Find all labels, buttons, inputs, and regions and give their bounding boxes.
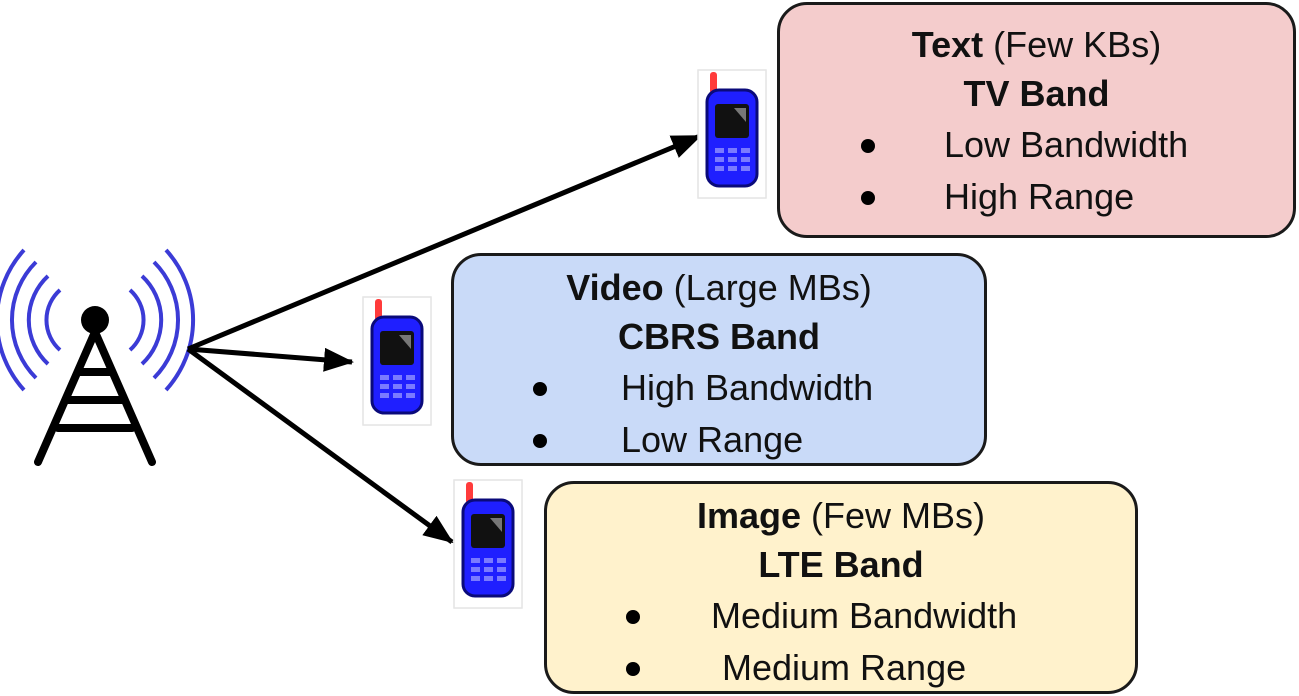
list-item: Medium Range bbox=[547, 642, 1135, 694]
list-item: Low Bandwidth bbox=[780, 119, 1293, 171]
list-item: High Bandwidth bbox=[454, 362, 984, 414]
bullet-icon bbox=[861, 139, 875, 153]
video-band-box: Video (Large MBs) CBRS Band High Bandwid… bbox=[451, 253, 987, 466]
cell-tower-icon bbox=[0, 248, 196, 466]
list-item: Medium Bandwidth bbox=[547, 590, 1135, 642]
video-box-title: Video bbox=[566, 267, 664, 308]
arrows bbox=[186, 133, 702, 545]
image-band-box: Image (Few MBs) LTE Band Medium Bandwidt… bbox=[544, 481, 1138, 694]
video-box-list: High Bandwidth Low Range bbox=[454, 362, 984, 466]
arrow-to-text-device bbox=[187, 133, 702, 352]
bullet-icon bbox=[626, 610, 640, 624]
arrow-to-image-device bbox=[186, 346, 454, 545]
image-box-heading: Image (Few MBs) bbox=[547, 492, 1135, 540]
text-box-size: (Few KBs) bbox=[993, 24, 1162, 65]
bullet-icon bbox=[626, 662, 640, 676]
bullet-icon bbox=[533, 382, 547, 396]
mobile-phone-icon bbox=[452, 478, 524, 610]
image-box-band: LTE Band bbox=[758, 544, 924, 585]
video-box-size: (Large MBs) bbox=[673, 267, 872, 308]
bullet-icon bbox=[861, 191, 875, 205]
image-box-list: Medium Bandwidth Medium Range bbox=[547, 590, 1135, 694]
text-box-band: TV Band bbox=[963, 73, 1110, 114]
list-item: High Range bbox=[780, 171, 1293, 223]
video-box-heading: Video (Large MBs) bbox=[454, 264, 984, 312]
image-box-size: (Few MBs) bbox=[811, 495, 986, 536]
list-item: Low Range bbox=[454, 414, 984, 466]
image-box-title: Image bbox=[696, 495, 802, 536]
bullet-icon bbox=[533, 434, 547, 448]
mobile-phone-icon bbox=[361, 295, 433, 427]
text-box-title: Text bbox=[911, 24, 984, 65]
text-box-heading: Text (Few KBs) bbox=[780, 21, 1293, 69]
mobile-phone-icon bbox=[696, 68, 768, 200]
text-band-box: Text (Few KBs) TV Band Low Bandwidth Hig… bbox=[777, 2, 1296, 238]
video-box-band: CBRS Band bbox=[617, 316, 820, 357]
text-box-list: Low Bandwidth High Range bbox=[780, 119, 1293, 223]
arrow-to-video-device bbox=[187, 346, 354, 372]
